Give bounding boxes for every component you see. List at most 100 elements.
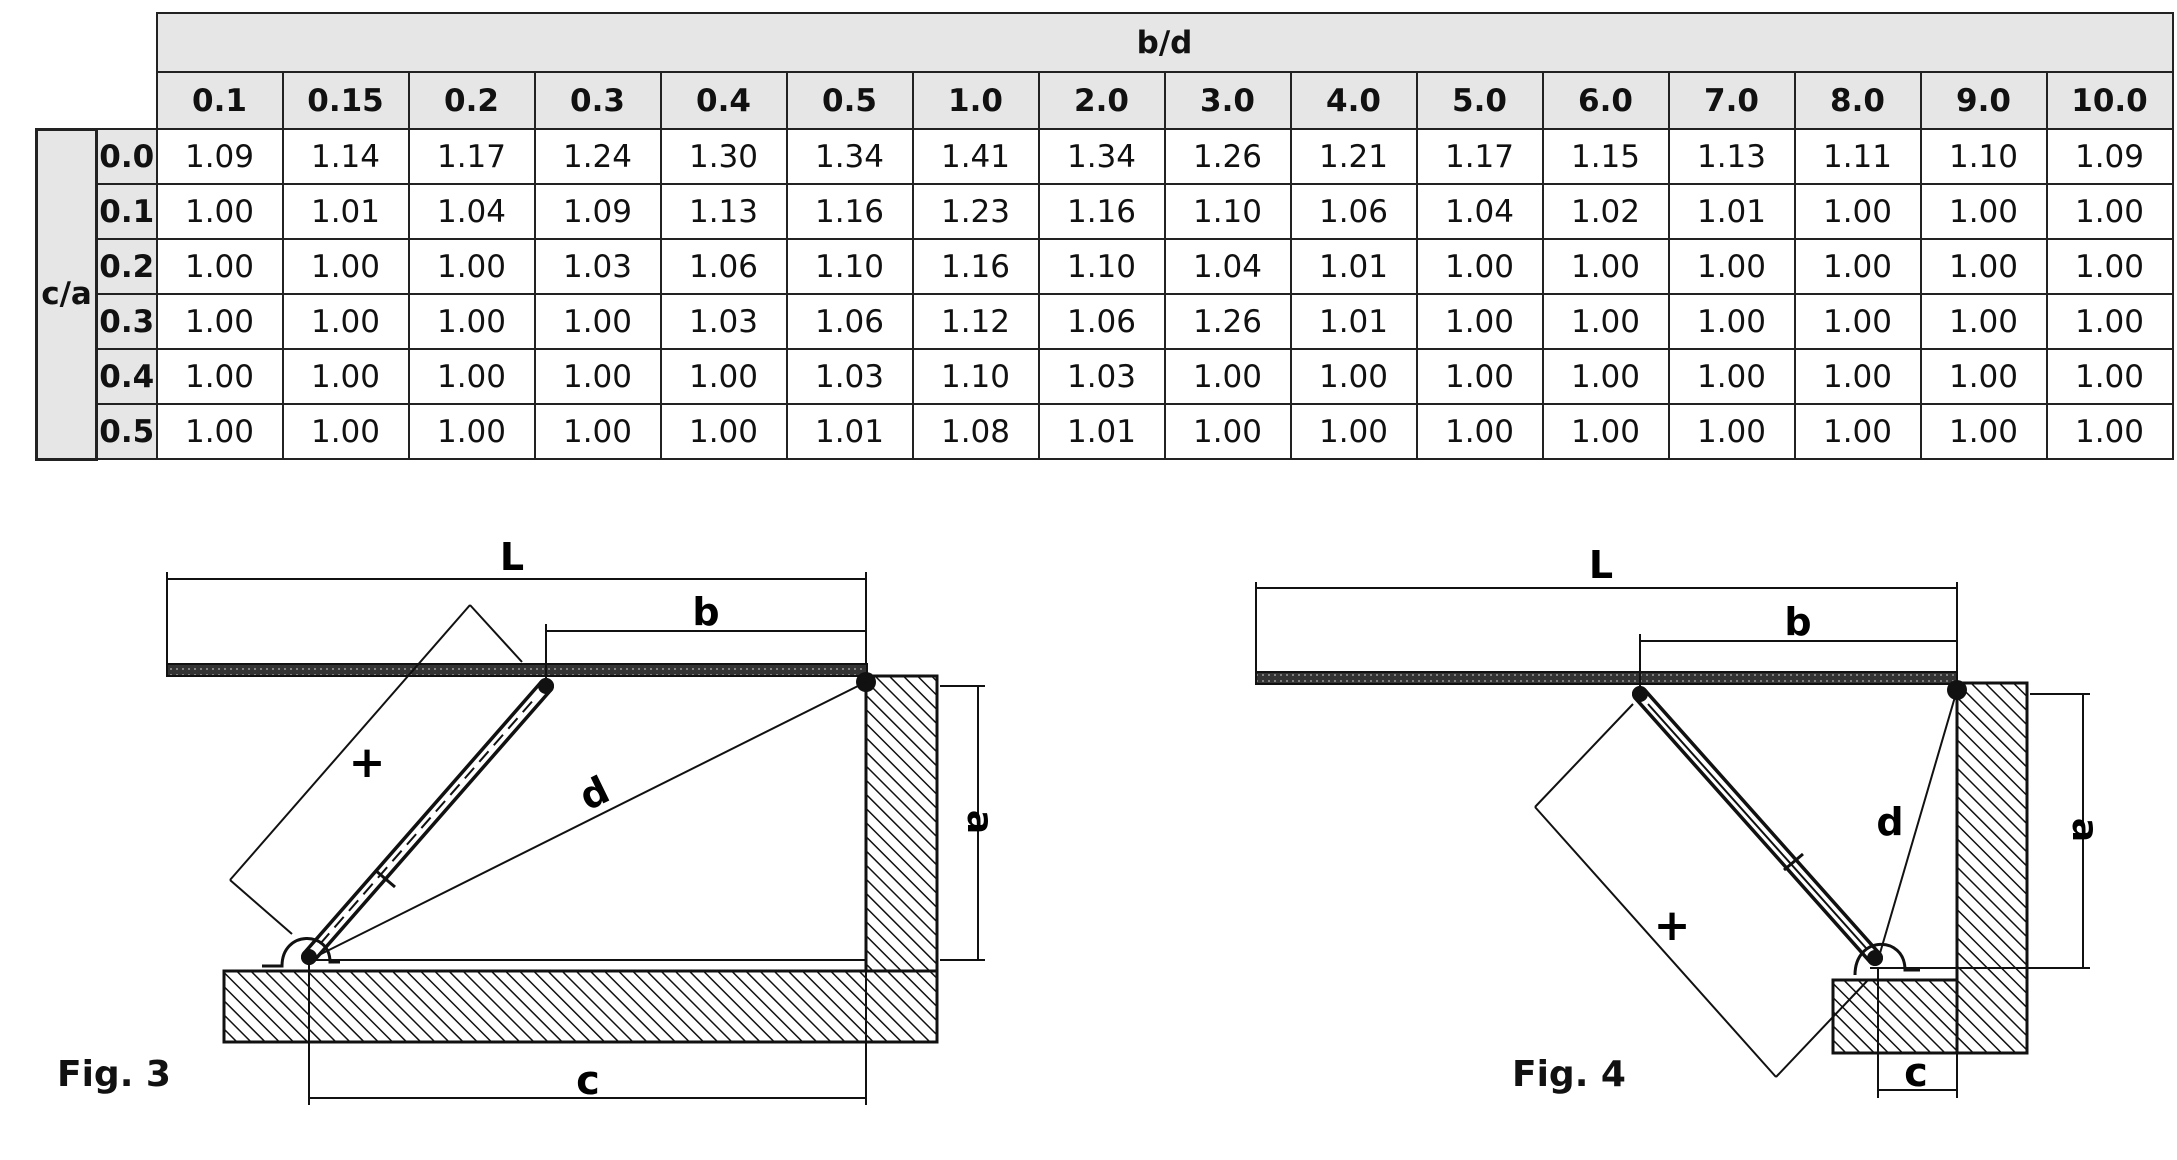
table-cell: 1.00: [2045, 293, 2174, 350]
table-cell: 1.06: [1037, 293, 1166, 350]
table-cell: 1.00: [1541, 238, 1670, 295]
table-cell: 1.00: [1793, 403, 1922, 460]
table-cell: 1.00: [659, 348, 788, 405]
table-cell: 1.00: [1793, 238, 1922, 295]
fig4-label-a: a: [2064, 818, 2105, 842]
fig4-diagram: L b a c d: [1255, 543, 2105, 1098]
table-cell: 1.23: [911, 183, 1040, 240]
row-group-header: c/a: [35, 127, 98, 461]
table-cell: 1.00: [1289, 403, 1418, 460]
fig3-diagram: L b a c d: [166, 535, 1000, 1105]
col-header: 7.0: [1667, 71, 1796, 130]
col-header: 0.2: [407, 71, 536, 130]
table-cell: 1.04: [407, 183, 536, 240]
table-cell: 1.12: [911, 293, 1040, 350]
table-cell: 1.06: [1289, 183, 1418, 240]
row-header: 0.2: [95, 238, 158, 295]
table-cell: 1.16: [785, 183, 914, 240]
table-cell: 1.16: [1037, 183, 1166, 240]
table-cell: 1.14: [281, 128, 410, 185]
table-cell: 1.00: [2045, 183, 2174, 240]
table-cell: 1.00: [281, 403, 410, 460]
fig4-caption: Fig. 4: [1512, 1054, 1626, 1095]
table-cell: 1.00: [155, 183, 284, 240]
table-cell: 1.06: [659, 238, 788, 295]
table-cell: 1.15: [1541, 128, 1670, 185]
table-cell: 1.00: [1415, 293, 1544, 350]
table-cell: 1.00: [1289, 348, 1418, 405]
col-header: 8.0: [1793, 71, 1922, 130]
fig3-caption: Fig. 3: [57, 1054, 171, 1095]
table-cell: 1.00: [533, 403, 662, 460]
table-cell: 1.26: [1163, 293, 1292, 350]
table-cell: 1.13: [659, 183, 788, 240]
table-cell: 1.01: [1289, 238, 1418, 295]
table-cell: 1.04: [1415, 183, 1544, 240]
table-cell: 1.00: [281, 238, 410, 295]
fig3-floor: [222, 969, 939, 1044]
table-cell: 1.00: [1793, 293, 1922, 350]
table-cell: 1.03: [785, 348, 914, 405]
table-cell: 1.00: [1793, 183, 1922, 240]
table-cell: 1.10: [1919, 128, 2048, 185]
col-header: 0.4: [659, 71, 788, 130]
table-cell: 1.03: [659, 293, 788, 350]
table-cell: 1.26: [1163, 128, 1292, 185]
table-cell: 1.00: [1541, 403, 1670, 460]
table-cell: 1.16: [911, 238, 1040, 295]
table-cell: 1.01: [1667, 183, 1796, 240]
table-cell: 1.00: [1667, 238, 1796, 295]
table-cell: 1.09: [533, 183, 662, 240]
table-cell: 1.01: [281, 183, 410, 240]
table-cell: 1.00: [1415, 238, 1544, 295]
col-header: 6.0: [1541, 71, 1670, 130]
table-cell: 1.02: [1541, 183, 1670, 240]
table-cell: 1.00: [407, 348, 536, 405]
fig3-label-d: d: [572, 768, 616, 819]
table-cell: 1.10: [1037, 238, 1166, 295]
fig3-label-L: L: [500, 535, 524, 579]
fig4-wall: [1955, 681, 2029, 1055]
table-cell: 1.00: [155, 238, 284, 295]
table-cell: 1.00: [1667, 348, 1796, 405]
table-cell: 1.00: [1793, 348, 1922, 405]
fig4-lid: [1255, 671, 1958, 685]
col-group-header: b/d: [155, 12, 2174, 73]
row-header: 0.5: [95, 403, 158, 460]
col-header: 3.0: [1163, 71, 1292, 130]
table-cell: 1.00: [1415, 403, 1544, 460]
table-cell: 1.34: [785, 128, 914, 185]
fig3-label-a: a: [959, 810, 1000, 834]
table-cell: 1.08: [911, 403, 1040, 460]
col-header: 0.15: [281, 71, 410, 130]
col-header: 10.0: [2045, 71, 2174, 130]
fig3-label-c: c: [576, 1058, 600, 1104]
table-cell: 1.13: [1667, 128, 1796, 185]
table-cell: 1.10: [785, 238, 914, 295]
col-header: 1.0: [911, 71, 1040, 130]
table-cell: 1.00: [1919, 238, 2048, 295]
fig3-wall: [864, 674, 939, 973]
table-cell: 1.00: [1163, 403, 1292, 460]
table-cell: 1.01: [1037, 403, 1166, 460]
table-cell: 1.00: [407, 238, 536, 295]
table-cell: 1.00: [1919, 348, 2048, 405]
table-cell: 1.00: [1919, 293, 2048, 350]
row-header: 0.4: [95, 348, 158, 405]
table-cell: 1.00: [659, 403, 788, 460]
table-cell: 1.21: [1289, 128, 1418, 185]
fig4-label-L: L: [1589, 543, 1613, 587]
table-cell: 1.00: [155, 348, 284, 405]
table-cell: 1.00: [407, 403, 536, 460]
table-cell: 1.01: [785, 403, 914, 460]
table-cell: 1.10: [1163, 183, 1292, 240]
col-header: 2.0: [1037, 71, 1166, 130]
table-cell: 1.24: [533, 128, 662, 185]
